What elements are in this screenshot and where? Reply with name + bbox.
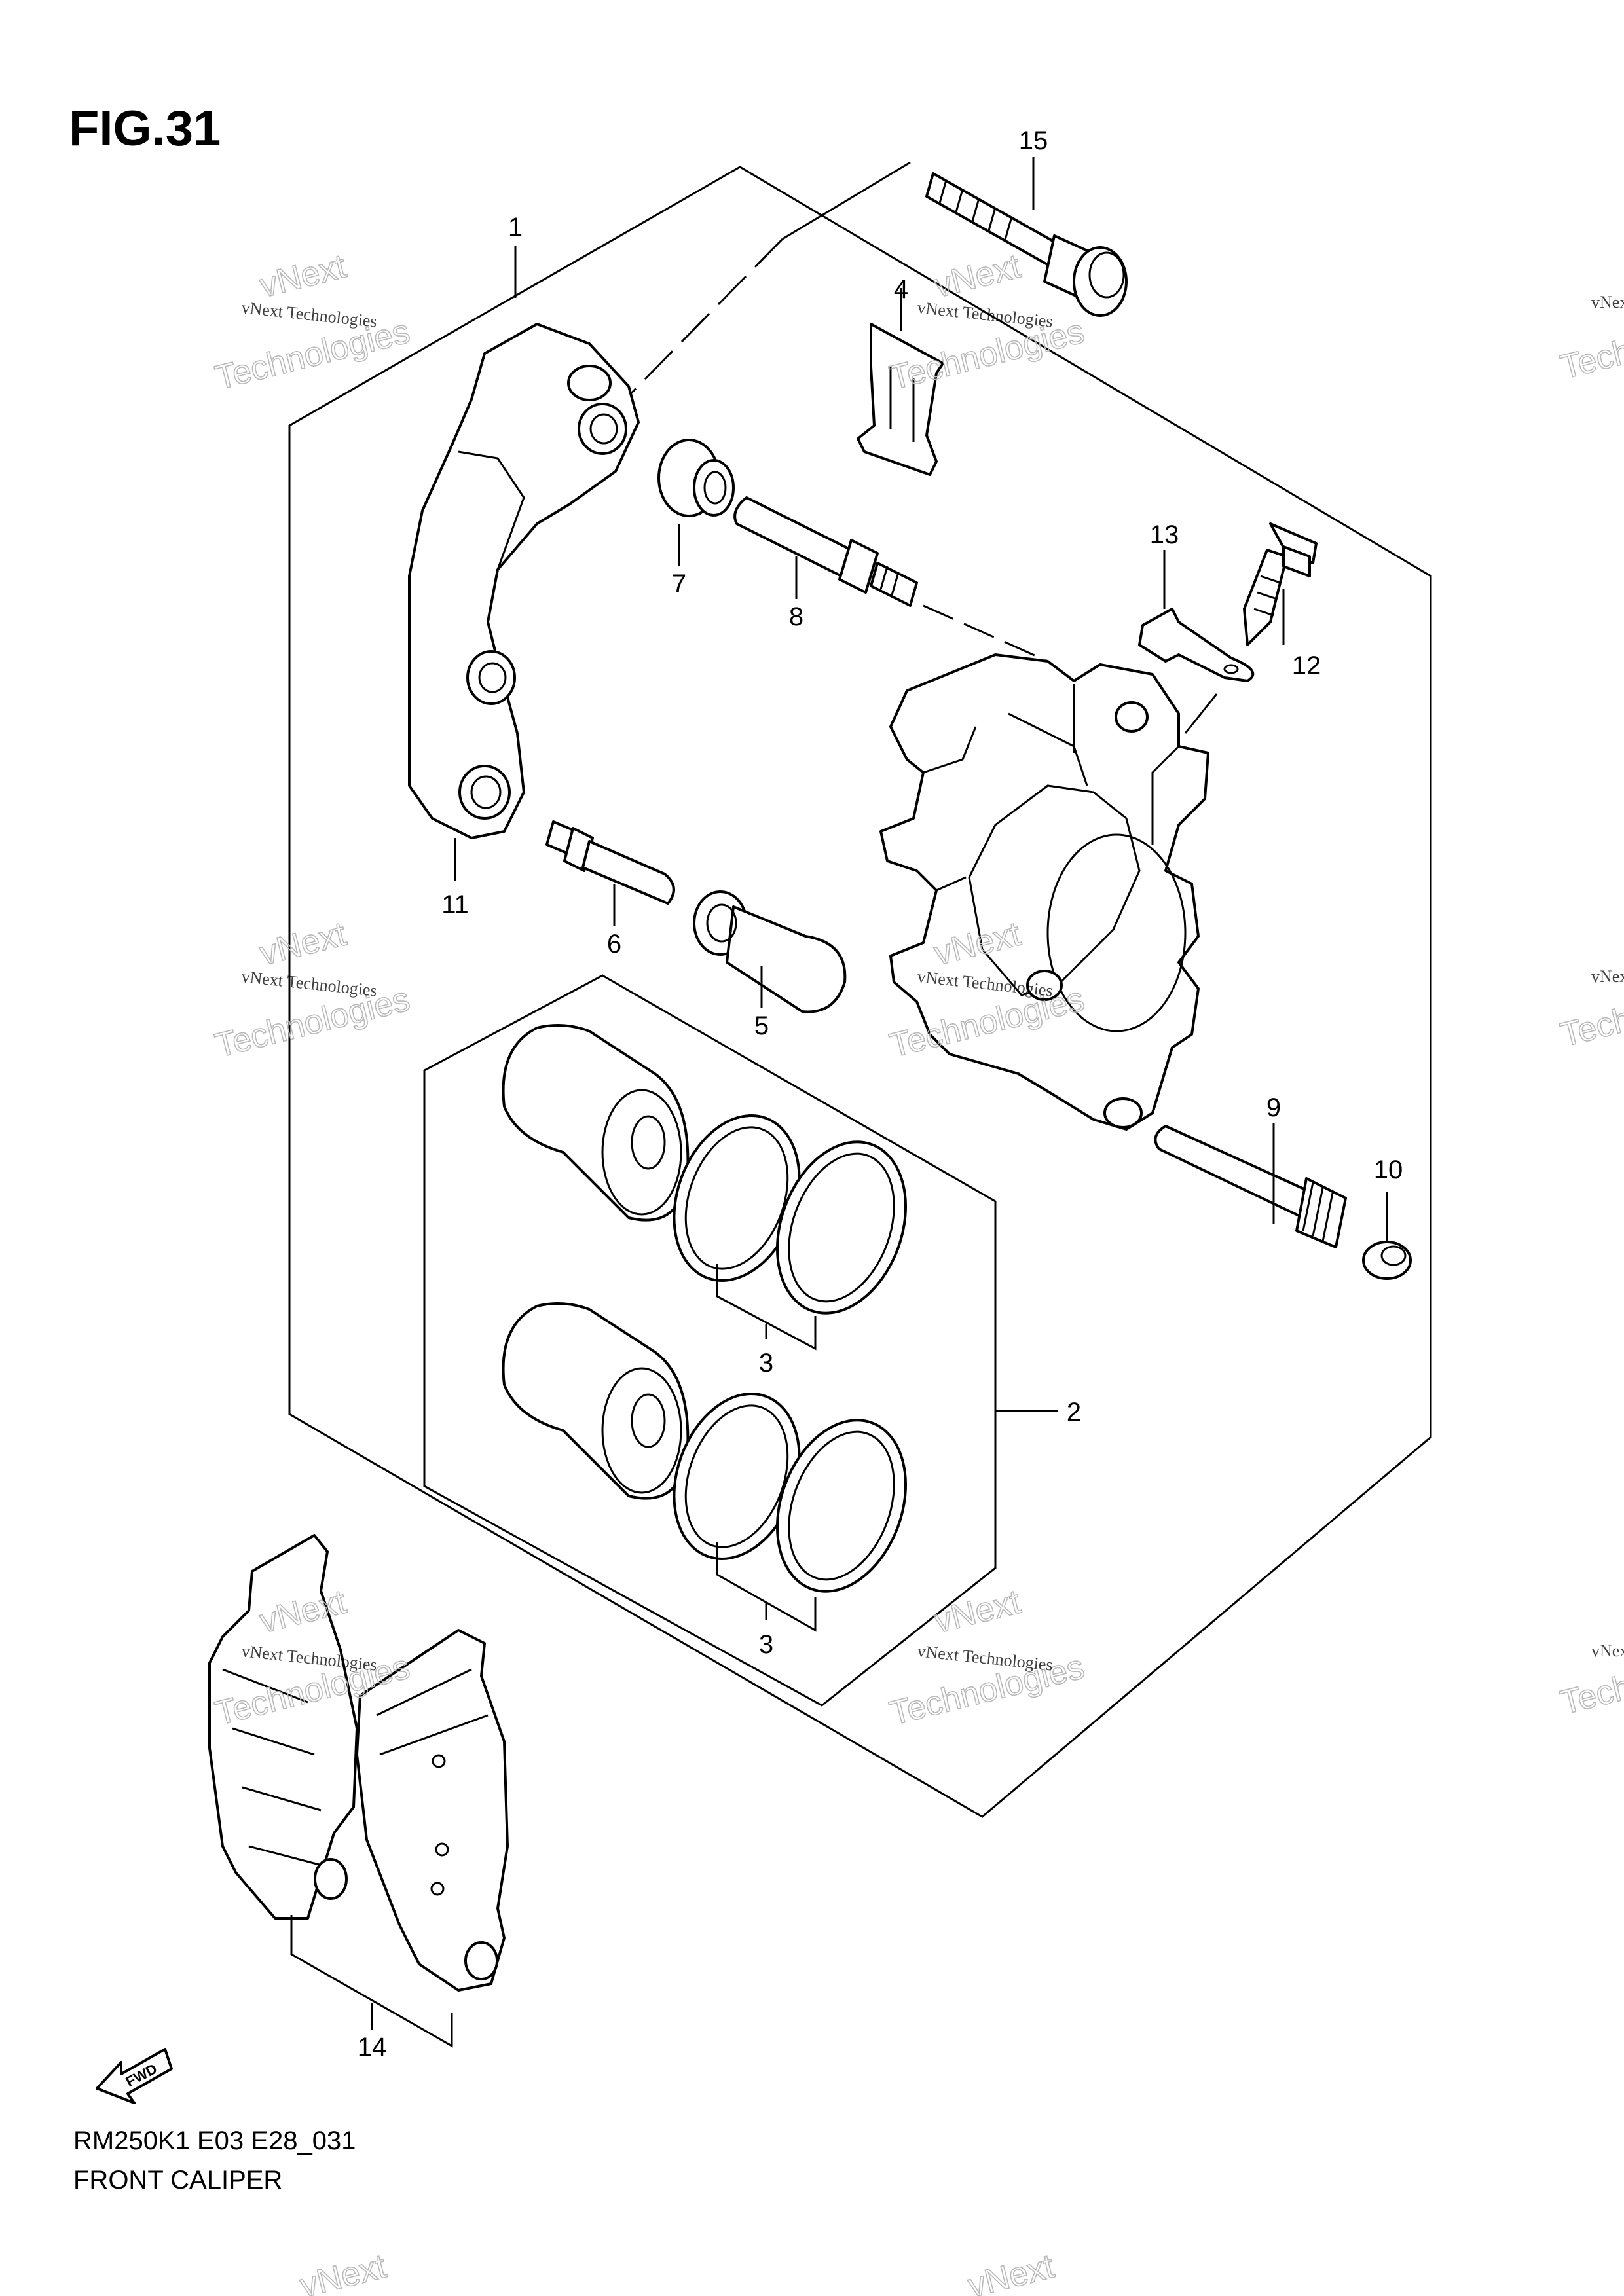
svg-text:vNext: vNext xyxy=(931,247,1025,306)
callout-14: 14 xyxy=(358,2033,387,2062)
callout-2: 2 xyxy=(1067,1398,1081,1427)
pad-spring-4 xyxy=(857,323,944,476)
watermark-3-text: vNext Technologies xyxy=(240,967,378,1000)
bleeder-cap-13 xyxy=(1138,608,1255,682)
callout-5: 5 xyxy=(754,1011,769,1040)
caliper-assembly-frame xyxy=(288,166,1432,1818)
boot-5 xyxy=(693,890,847,1013)
svg-text:Technologies: Technologies xyxy=(212,312,414,397)
callout-1: 1 xyxy=(508,213,523,242)
callout-7: 7 xyxy=(672,570,686,598)
callout-11: 11 xyxy=(441,890,469,919)
callout-6: 6 xyxy=(607,930,621,958)
bracket-1 xyxy=(408,323,640,839)
svg-text:vNext: vNext xyxy=(964,2247,1058,2296)
bolt-15 xyxy=(925,172,1128,317)
bracket-14 xyxy=(290,1915,453,2048)
callout-13: 13 xyxy=(1150,520,1179,549)
brake-pad-inner xyxy=(356,1629,509,1992)
bleeder-valve-12 xyxy=(1243,522,1318,646)
fwd-arrow-icon: FWD xyxy=(96,2048,173,2104)
seal-upper-b xyxy=(775,1140,908,1315)
callout-4: 4 xyxy=(894,275,908,304)
svg-text:Technologies: Technologies xyxy=(886,312,1088,397)
callout-3-lower: 3 xyxy=(759,1630,773,1659)
boot-7 xyxy=(657,439,735,517)
watermark-7-text: vNext Technologies xyxy=(1591,293,1624,312)
seal-lower-b xyxy=(775,1419,908,1593)
callout-8: 8 xyxy=(789,602,803,631)
watermark-11: vNext xyxy=(964,2247,1059,2296)
brake-pad-outer xyxy=(208,1534,358,1920)
callout-10: 10 xyxy=(1374,1156,1403,1184)
piston-upper xyxy=(502,1024,690,1222)
svg-text:vNext: vNext xyxy=(256,247,350,306)
svg-text:vNext: vNext xyxy=(931,1583,1025,1641)
guide-line-pin xyxy=(923,604,1048,663)
watermark-2-text: vNext Technologies xyxy=(916,298,1054,331)
guide-line-bolt xyxy=(782,161,911,240)
watermark-8-text: vNext Technologies xyxy=(1591,967,1624,986)
watermark-1-text: vNext Technologies xyxy=(240,298,378,331)
watermark-6-text: vNext Technologies xyxy=(916,1641,1054,1675)
nut-10 xyxy=(1362,1241,1412,1280)
figure-title: FIG.31 xyxy=(69,101,221,156)
pin-9 xyxy=(1154,1125,1347,1248)
diagram-code: RM250K1 E03 E28_031 xyxy=(73,2126,356,2155)
watermark-10: vNext xyxy=(296,2247,391,2296)
watermark-7: Technologies xyxy=(1557,301,1624,387)
guide-line-bolt-2 xyxy=(614,238,784,410)
callout-15: 15 xyxy=(1019,126,1048,155)
bracket-3a xyxy=(716,1264,817,1351)
callout-12: 12 xyxy=(1292,651,1321,680)
callout-3-upper: 3 xyxy=(759,1349,773,1377)
svg-text:Technologies: Technologies xyxy=(1557,302,1624,387)
pin-8 xyxy=(733,496,918,607)
diagram-name: FRONT CALIPER xyxy=(73,2166,282,2195)
seal-upper-a xyxy=(673,1114,801,1282)
pin-6 xyxy=(545,820,675,905)
svg-text:vNext: vNext xyxy=(256,915,350,974)
watermark-9-text: vNext Technologies xyxy=(1591,1641,1624,1660)
guide-line-cap xyxy=(1184,693,1218,734)
caliper-body xyxy=(879,653,1209,1131)
callout-9: 9 xyxy=(1266,1093,1281,1122)
svg-text:vNext: vNext xyxy=(296,2247,390,2296)
piston-kit-frame xyxy=(423,974,997,1707)
piston-lower xyxy=(502,1302,690,1500)
